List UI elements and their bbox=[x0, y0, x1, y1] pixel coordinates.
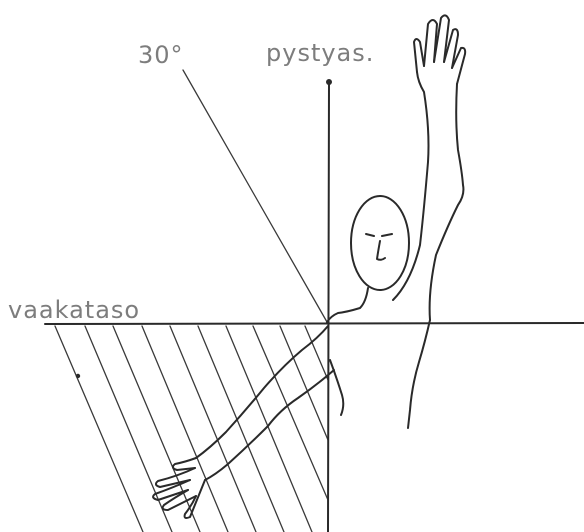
hatch-lines bbox=[54, 325, 329, 532]
angle-label: 30° bbox=[138, 41, 184, 69]
neck bbox=[326, 287, 369, 323]
raised-arm bbox=[392, 71, 430, 301]
raised-hand bbox=[413, 14, 467, 85]
horizontal-plane-label: vaakataso bbox=[8, 296, 140, 324]
horizontal-plane-line bbox=[44, 322, 584, 325]
lowered-hand bbox=[152, 457, 206, 519]
face bbox=[365, 233, 393, 261]
vertical-axis-line bbox=[327, 81, 330, 532]
lowered-arm bbox=[195, 325, 329, 459]
torso-side bbox=[407, 319, 431, 429]
vertical-axis-label: pystyas. bbox=[266, 39, 374, 67]
stray-dot bbox=[75, 373, 81, 379]
head bbox=[350, 195, 410, 291]
vertical-axis-endpoint bbox=[326, 79, 332, 85]
hatched-region bbox=[54, 325, 329, 532]
thirty-degree-line bbox=[182, 69, 328, 323]
human-figure bbox=[152, 14, 467, 519]
